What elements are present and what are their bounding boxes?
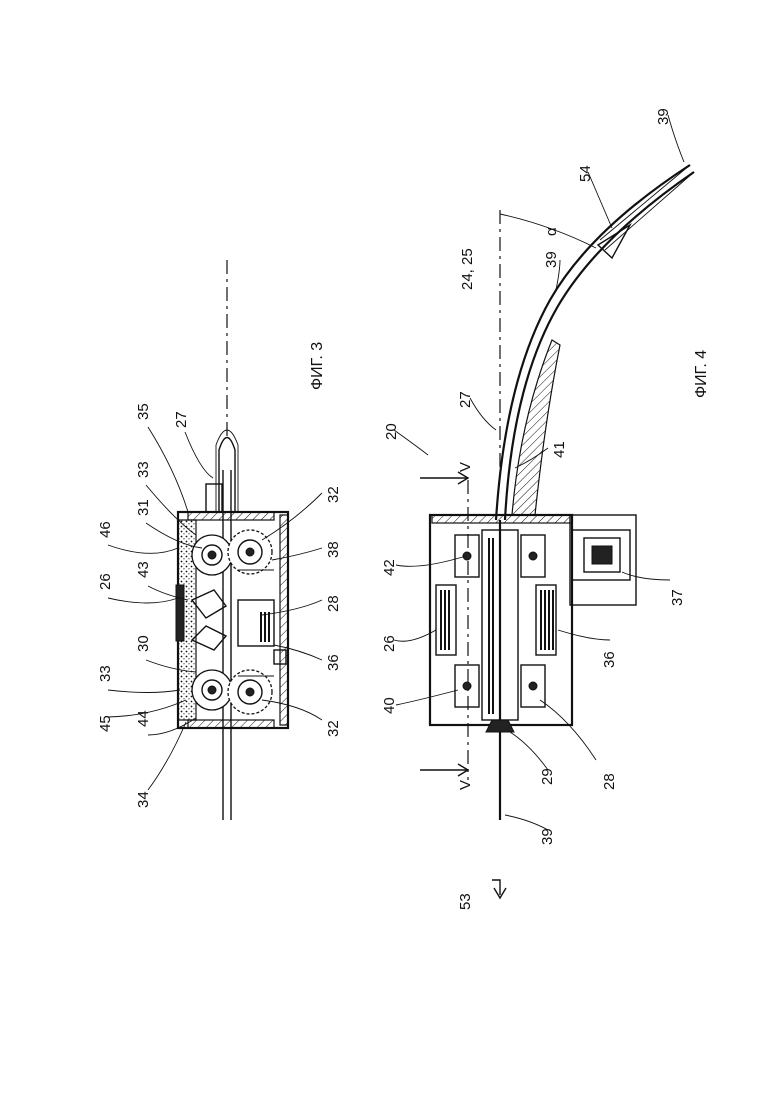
label-V-top: V (457, 462, 474, 472)
label-54: 54 (577, 165, 594, 182)
support-41 (512, 340, 560, 515)
figure-4-labels: 39 54 24, 25 39 α 27 20 V 41 42 26 40 V … (381, 108, 710, 910)
label-37: 37 (669, 589, 686, 606)
label-35: 35 (135, 403, 152, 420)
figure-3-labels: 35 27 33 31 46 43 26 30 33 45 44 34 32 3… (97, 342, 342, 808)
label-39c: 39 (539, 828, 556, 845)
label-26: 26 (381, 635, 398, 652)
label-43: 43 (135, 561, 152, 578)
label-30: 30 (135, 635, 152, 652)
label-53: 53 (457, 893, 474, 910)
label-40: 40 (381, 697, 398, 714)
label-42: 42 (381, 559, 398, 576)
gear-axle (246, 548, 254, 556)
cover-plate (176, 585, 184, 641)
label-38: 38 (325, 541, 342, 558)
caption-fig-3: ФИГ. 3 (309, 342, 326, 390)
label-44: 44 (135, 710, 152, 727)
inlet-29 (486, 720, 514, 732)
label-28: 28 (601, 773, 618, 790)
label-27: 27 (457, 391, 474, 408)
spring-36 (438, 590, 452, 650)
label-27: 27 (173, 411, 190, 428)
figure-3 (176, 260, 288, 820)
label-39b: 39 (543, 251, 560, 268)
label-24-25: 24, 25 (459, 248, 476, 290)
label-33: 33 (135, 461, 152, 478)
end-plate (432, 515, 572, 523)
lever (192, 590, 226, 618)
label-32b: 32 (325, 720, 342, 737)
spring-36 (540, 590, 554, 650)
label-alpha: α (543, 227, 560, 236)
label-36: 36 (601, 651, 618, 668)
figure-3-leaders (108, 427, 322, 790)
belt-teeth (486, 538, 496, 714)
roller-axle (208, 551, 216, 559)
label-33b: 33 (97, 665, 114, 682)
spring-coil (258, 612, 272, 642)
label-46: 46 (97, 521, 114, 538)
label-34: 34 (135, 791, 152, 808)
label-31: 31 (135, 499, 152, 516)
lever (192, 626, 226, 650)
direction-arrow-53 (492, 880, 500, 895)
label-26: 26 (97, 573, 114, 590)
end-plate (188, 512, 274, 520)
label-39: 39 (655, 108, 672, 125)
end-plate (188, 720, 274, 728)
cone-54 (598, 225, 630, 258)
label-32: 32 (325, 486, 342, 503)
label-20: 20 (383, 423, 400, 440)
caption-fig-4: ФИГ. 4 (693, 350, 710, 398)
label-29: 29 (539, 768, 556, 785)
gear-axle (246, 688, 254, 696)
motor-core (592, 546, 612, 564)
label-41: 41 (551, 441, 568, 458)
housing-wall (280, 515, 288, 725)
label-36: 36 (325, 654, 342, 671)
label-V-bottom: V (457, 780, 474, 790)
roller-axle (208, 686, 216, 694)
label-28: 28 (325, 595, 342, 612)
label-45: 45 (97, 715, 114, 732)
